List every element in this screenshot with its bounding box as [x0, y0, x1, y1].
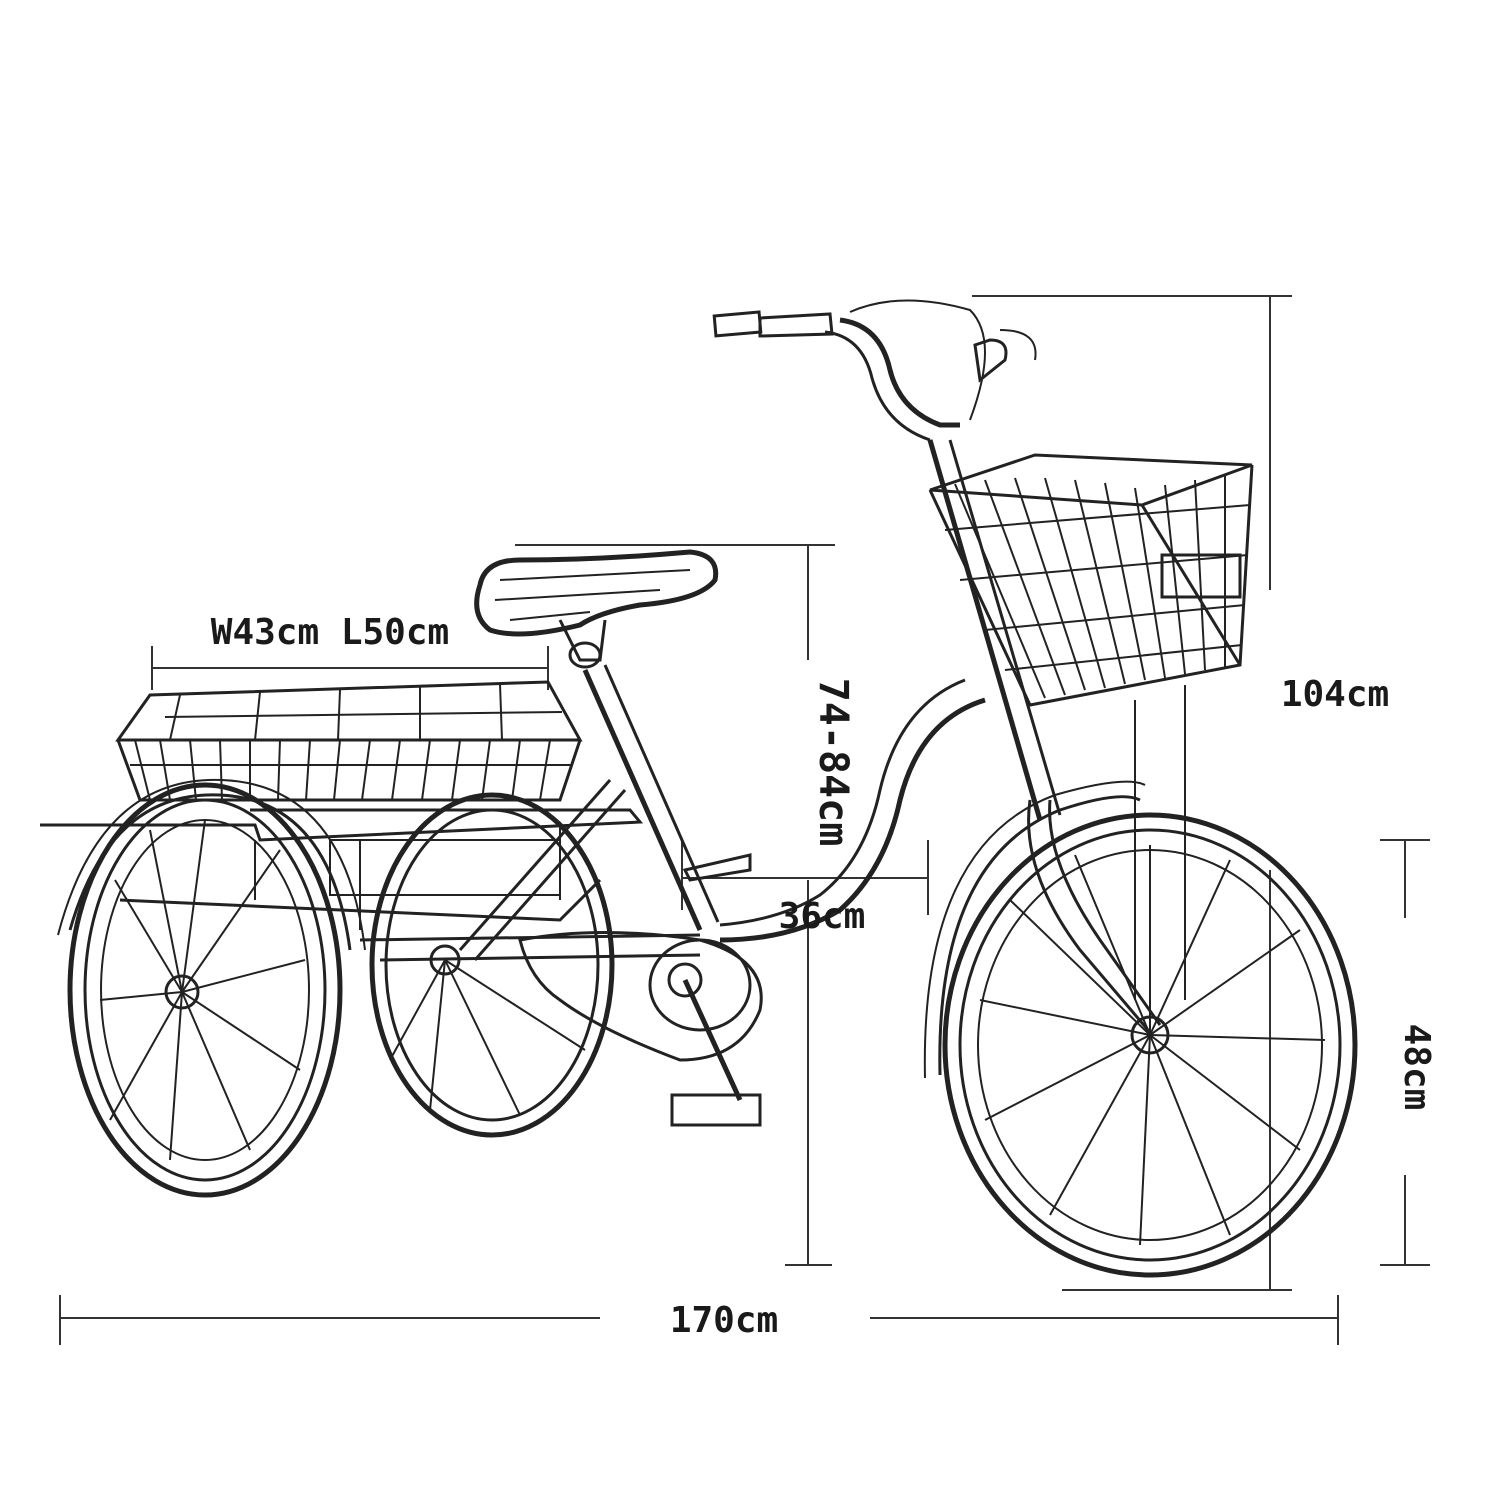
- total-length-label: 170cm: [670, 1300, 778, 1341]
- front-basket: [928, 453, 1254, 1000]
- crank-to-seat-label: 36cm: [779, 896, 866, 937]
- front-wheel: [942, 812, 1358, 1278]
- wheel-diameter-label: 48cm: [1396, 1024, 1437, 1111]
- dimension-lines: [59, 295, 1430, 1345]
- rear-basket: [40, 680, 644, 930]
- handlebar: [712, 299, 1037, 442]
- seat-height-label: 74-84cm: [810, 678, 856, 847]
- basket-size-label: W43cm L50cm: [211, 612, 449, 653]
- total-height-label: 104cm: [1281, 674, 1389, 715]
- dimension-labels: W43cm L50cm 74-84cm 36cm 104cm 48cm 170c…: [211, 612, 1437, 1341]
- frame: [359, 439, 1162, 1031]
- seat: [474, 549, 719, 669]
- chain-guard: [518, 853, 763, 1127]
